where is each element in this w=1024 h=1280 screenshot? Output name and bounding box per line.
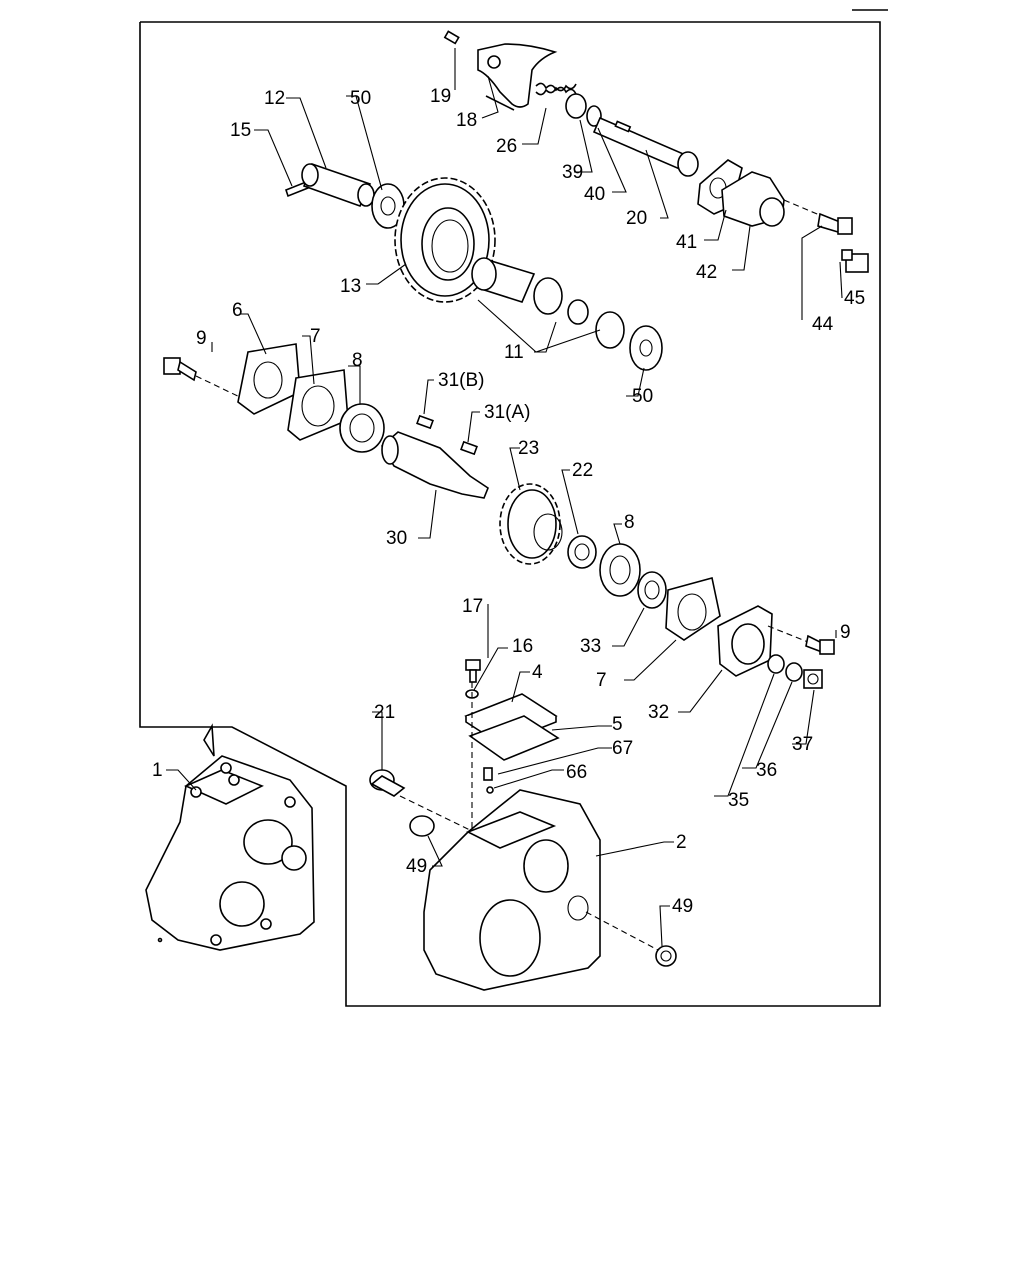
callout-39: 39 [562,162,583,183]
callout-49-right: 49 [672,896,693,917]
callout-22: 22 [572,460,593,481]
callout-5: 5 [612,714,623,735]
part-35-washer [767,654,785,674]
callout-41: 41 [676,232,697,253]
part-7-gasket-right [665,577,721,641]
callout-7-right: 7 [596,670,607,691]
callout-17: 17 [462,596,483,617]
part-19-pin [443,30,460,45]
part-5-gasket [468,715,560,761]
part-32-bearing-retainer [717,605,773,677]
callout-31b: 31(B) [438,370,484,391]
callout-33: 33 [580,636,601,657]
part-7-gasket-left [287,369,349,441]
part-2-gear-case [423,789,601,991]
callout-9-left: 9 [196,328,207,349]
part-1-assembled-gearbox [145,723,315,951]
callout-49-left: 49 [406,856,427,877]
part-26-spring [535,82,577,96]
part-30-main-shaft [380,431,489,499]
callout-67: 67 [612,738,633,759]
part-6-cover-plate [237,343,301,415]
callout-20: 20 [626,208,647,229]
part-20-shift-shaft [592,116,699,177]
part-39-bushing [565,93,587,119]
callout-1: 1 [152,760,163,781]
callout-8-right: 8 [624,512,635,533]
part-22-spacer [567,535,597,569]
callout-4: 4 [532,662,543,683]
callout-32: 32 [648,702,669,723]
part-11-needle-bearings [471,257,625,349]
part-40-oring [586,105,602,127]
part-31b-key [416,414,434,430]
part-42-shaft-housing [721,171,785,227]
part-12-idler-shaft [301,162,375,208]
part-8-ball-bearing-right [599,543,641,597]
callout-37: 37 [792,734,813,755]
leader-lines [166,48,843,947]
part-44-bolt [817,212,853,235]
part-9-bolt-left [163,357,197,382]
leader-dash-9-right [767,625,809,643]
part-21-bushing [369,769,406,797]
part-33-seal [637,571,667,609]
callout-66: 66 [566,762,587,783]
part-36-lock-washer [785,662,803,682]
callout-16: 16 [512,636,533,657]
part-49-plug-right [655,945,677,967]
callout-12: 12 [264,88,285,109]
diagram-frame [139,21,881,1007]
callout-13: 13 [340,276,361,297]
callout-50-mid: 50 [632,386,653,407]
part-8-ball-bearing-left [339,403,385,453]
part-50-thrust-washer-b [629,325,663,371]
callout-15: 15 [230,120,251,141]
callout-44: 44 [812,314,834,335]
leader-dash-21 [399,795,471,831]
callout-7-left: 7 [310,326,321,347]
callout-23: 23 [518,438,539,459]
part-45-plug [841,249,869,273]
part-9-bolt-right [805,634,835,655]
part-23-drive-gear [499,483,563,565]
callout-11: 11 [504,342,524,363]
callout-30: 30 [386,528,407,549]
callout-31a: 31(A) [484,402,530,423]
callout-labels: 19 18 26 39 40 20 41 42 45 44 12 50 15 1… [152,86,865,917]
callout-36: 36 [756,760,777,781]
callout-18: 18 [456,110,477,131]
callout-6: 6 [232,300,243,321]
callout-26: 26 [496,136,517,157]
callout-9-right: 9 [840,622,851,643]
part-37-nut [803,669,823,689]
callout-19: 19 [430,86,451,107]
part-17-bolt [465,659,481,683]
callout-35: 35 [728,790,749,811]
part-18-shift-fork [477,43,558,111]
leader-dash-49 [585,911,659,951]
callout-40: 40 [584,184,605,205]
callout-45: 45 [844,288,865,309]
callout-2: 2 [676,832,687,853]
callout-50-top: 50 [350,88,371,109]
part-13-large-gear [394,177,496,303]
callout-42: 42 [696,262,717,283]
callout-21: 21 [374,702,395,723]
part-67-dowel [483,767,493,781]
callout-8-left: 8 [352,350,363,371]
part-49-plug-left [409,815,435,837]
part-31a-key [460,440,478,456]
part-66-ball [486,786,494,794]
